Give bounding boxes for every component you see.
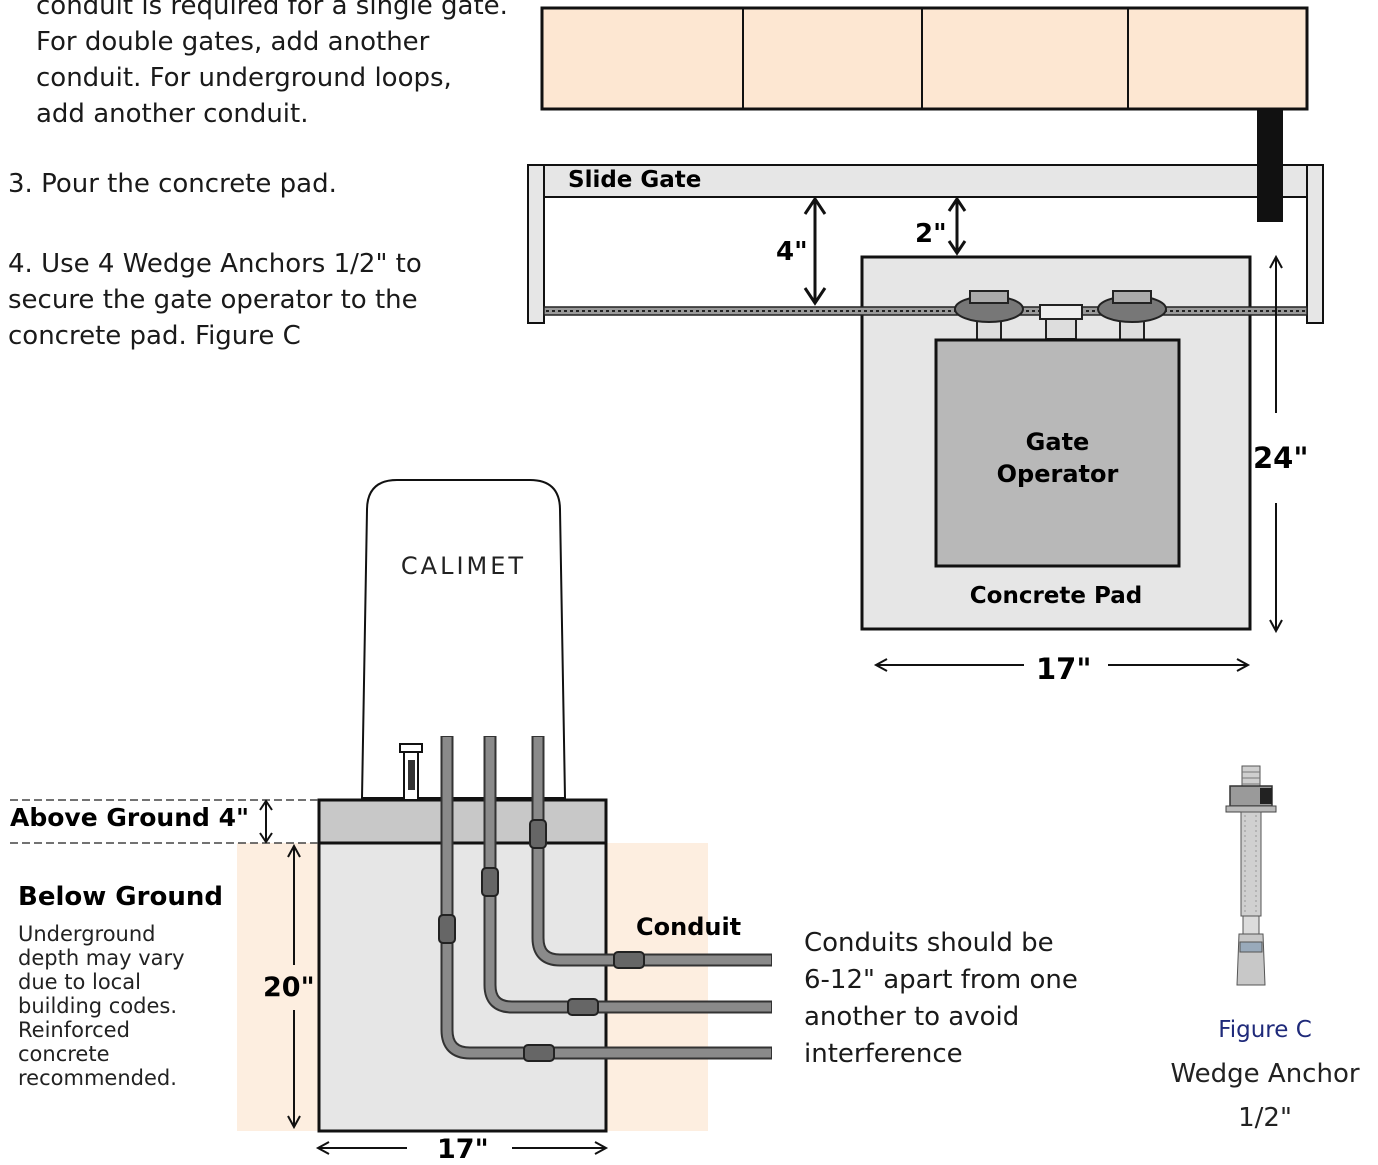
operator-label-line-2: Operator <box>996 460 1119 488</box>
sprocket-right <box>1097 290 1167 341</box>
step-2-line-1: conduit is required for a single gate. <box>36 0 508 21</box>
step-2-line-3: conduit. For underground loops, <box>36 63 452 93</box>
conduit-pipes-inner <box>442 737 771 1058</box>
pad-depth-arrow <box>1269 254 1283 634</box>
above-ground-pad <box>317 798 608 845</box>
below-depth-arrow <box>287 843 301 1130</box>
operator-label-line-1: Gate <box>1025 428 1090 456</box>
wall-panel <box>540 6 1309 111</box>
below-ground-note-line: depth may vary <box>18 946 185 970</box>
conduit-note: Conduits should be 6-12" apart from one … <box>804 925 1078 1073</box>
gap-pad-label: 2" <box>915 219 947 249</box>
calimet-brand: CALIMET <box>400 552 527 580</box>
sprocket-left <box>954 290 1024 341</box>
below-ground-note-line: Underground <box>18 922 156 946</box>
figure-c-size: 1/2" <box>1238 1103 1292 1133</box>
side-width-arrow <box>315 1141 609 1155</box>
below-ground-note-line: concrete <box>18 1042 110 1066</box>
above-ground-label: Above Ground 4" <box>10 803 250 832</box>
gap-gate-label: 4" <box>776 237 808 267</box>
gate-operator-box <box>934 338 1181 568</box>
conduit-label: Conduit <box>636 913 742 941</box>
below-ground-note-line: Reinforced <box>18 1018 130 1042</box>
top-view-diagram <box>527 6 1324 672</box>
gap-4-arrow <box>803 196 827 306</box>
step-2-line-2: For double gates, add another <box>36 27 430 57</box>
below-ground-note-line: due to local <box>18 970 141 994</box>
figure-c-name: Wedge Anchor <box>1170 1059 1360 1089</box>
step-2-line-4: add another conduit. <box>36 99 309 129</box>
sprocket-center <box>1039 304 1083 340</box>
operator-label: Gate Operator <box>936 426 1179 490</box>
step-4-line-3: concrete pad. Figure C <box>8 321 301 351</box>
gap-2-arrow <box>947 196 967 256</box>
conduit-note-line: another to avoid <box>804 1002 1020 1032</box>
conduit-couplings <box>438 819 645 1062</box>
below-ground-note-line: building codes. <box>18 994 178 1018</box>
conduit-note-line: interference <box>804 1039 963 1069</box>
step-4: 4. Use 4 Wedge Anchors 1/2" to secure th… <box>8 246 422 354</box>
below-ground-note: Underground depth may vary due to local … <box>18 922 185 1090</box>
gate-stop-post <box>1257 109 1283 222</box>
calimet-housing <box>360 479 567 799</box>
step-4-line-1: 4. Use 4 Wedge Anchors 1/2" to <box>8 249 422 279</box>
step-4-line-2: secure the gate operator to the <box>8 285 418 315</box>
figure-c-caption: Figure C <box>1218 1017 1312 1043</box>
step-2-continued: conduit is required for a single gate. F… <box>36 0 508 132</box>
below-ground-title: Below Ground <box>18 882 223 912</box>
step-3: 3. Pour the concrete pad. <box>8 169 337 199</box>
wedge-anchor-image <box>1225 765 1277 986</box>
side-width-label: 17" <box>437 1134 489 1165</box>
gate-post-left <box>527 164 545 324</box>
below-ground-soil-right <box>606 843 708 1131</box>
above-ground-arrow <box>259 799 273 844</box>
pad-width-arrow <box>873 658 1251 672</box>
pad-depth-label: 24" <box>1253 441 1309 475</box>
below-ground-note-line: recommended. <box>18 1066 177 1090</box>
conduit-note-line: 6-12" apart from one <box>804 965 1078 995</box>
below-ground-soil-left <box>237 843 319 1131</box>
below-ground-pad <box>317 841 608 1133</box>
slide-gate-rail <box>543 164 1308 198</box>
concrete-pad-label: Concrete Pad <box>969 583 1143 609</box>
gate-post-right <box>1306 164 1324 324</box>
slide-gate-label: Slide Gate <box>568 167 702 193</box>
conduit-note-line: Conduits should be <box>804 928 1054 958</box>
side-view-diagram <box>10 479 1277 1155</box>
release-handle <box>399 743 423 801</box>
pad-width-label: 17" <box>1036 652 1092 686</box>
below-depth-label: 20" <box>263 972 315 1003</box>
